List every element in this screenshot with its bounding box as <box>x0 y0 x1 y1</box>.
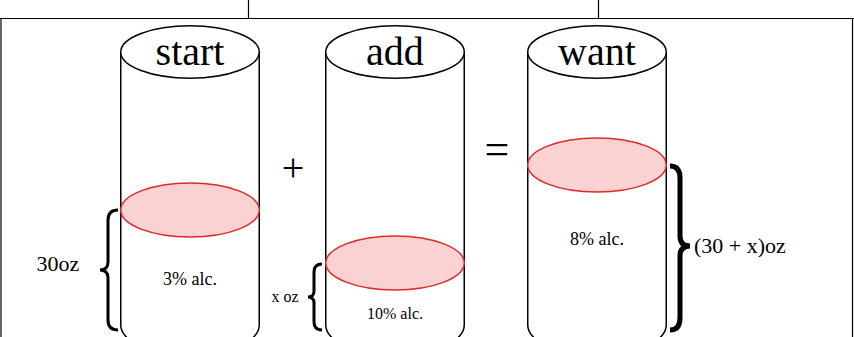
container-name: want <box>527 30 667 74</box>
liquid-surface <box>121 183 260 237</box>
cylinder-side <box>527 52 529 325</box>
cylinder-container: add 10% alc. <box>325 25 465 337</box>
cylinder-side <box>464 52 466 325</box>
concentration-label: 8% alc. <box>527 230 667 250</box>
frame-line <box>852 18 853 337</box>
cylinder-bottom <box>326 325 465 337</box>
cylinder-side <box>666 52 668 325</box>
curly-brace <box>308 264 322 330</box>
cylinder-container: start 3% alc. <box>120 25 260 337</box>
plus-sign: + <box>282 146 305 190</box>
cylinder-side <box>325 52 327 325</box>
frame-line <box>0 18 854 19</box>
volume-label: 30oz <box>37 252 80 276</box>
concentration-label: 10% alc. <box>325 305 465 323</box>
concentration-label: 3% alc. <box>120 270 260 290</box>
frame-line <box>248 0 249 18</box>
container-name: start <box>120 30 260 74</box>
curly-brace <box>100 210 118 330</box>
equals-sign: = <box>485 126 510 174</box>
liquid-surface <box>326 236 465 290</box>
cylinder-bottom <box>528 325 667 337</box>
container-name: add <box>325 30 465 74</box>
liquid-surface <box>528 138 667 192</box>
cylinder-side <box>120 52 122 325</box>
curly-brace <box>670 166 690 330</box>
volume-label: (30 + x)oz <box>694 234 786 258</box>
cylinder-top <box>326 26 465 79</box>
frame-line <box>598 0 599 18</box>
cylinder-top <box>528 26 667 79</box>
cylinder-side <box>259 52 261 325</box>
volume-label: x oz <box>271 288 298 306</box>
cylinder-top <box>121 26 260 79</box>
cylinder-container: want 8% alc. <box>527 25 667 337</box>
cylinder-bottom <box>121 325 260 337</box>
frame-line <box>0 18 1 337</box>
